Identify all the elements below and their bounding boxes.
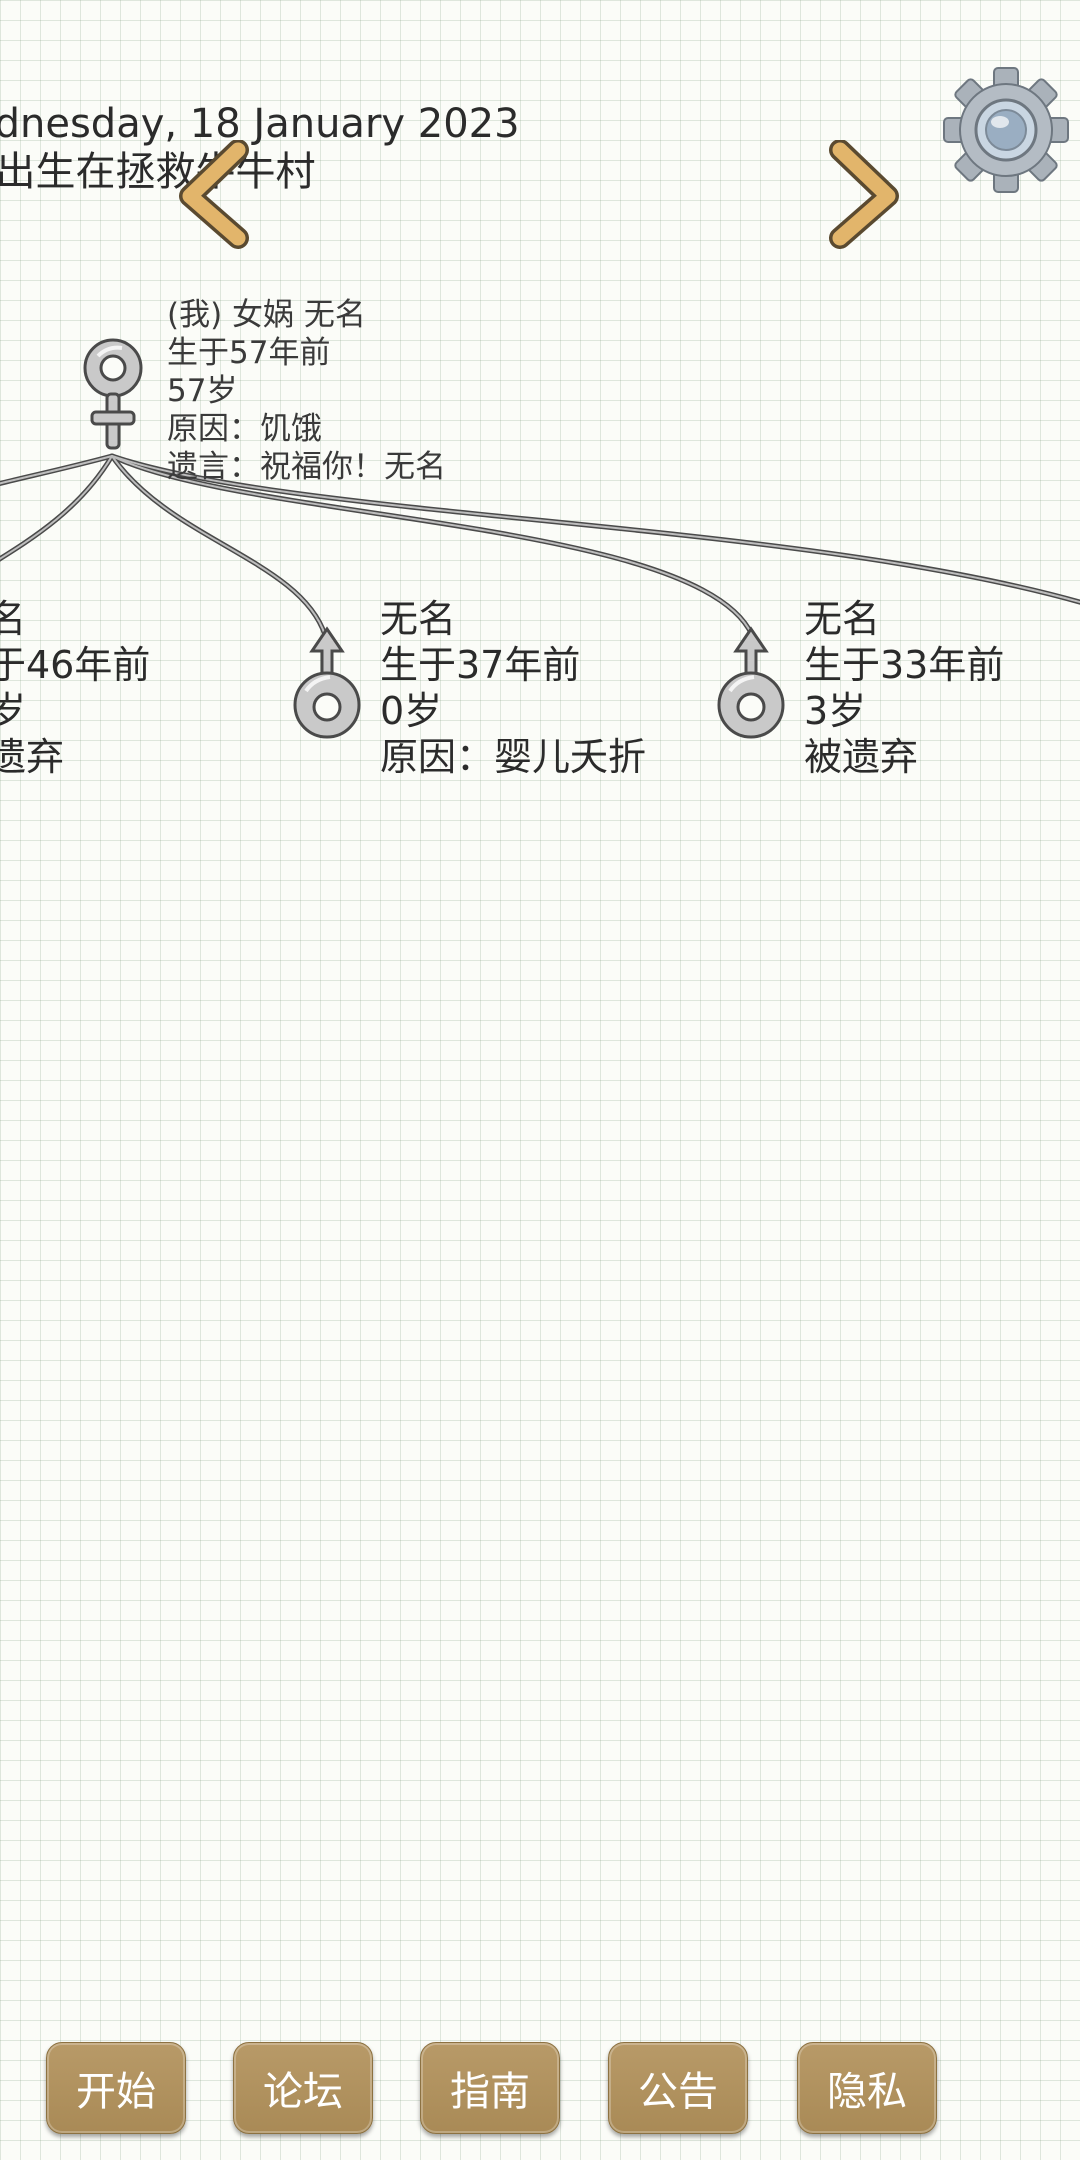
chevron-left-icon [179, 139, 249, 249]
self-born: 生于57年前 [167, 335, 331, 371]
self-node[interactable] [78, 332, 148, 460]
child-status: 原因：婴儿夭折 [380, 735, 647, 779]
child-born: 生于33年前 [804, 643, 1005, 687]
chevron-right-icon [829, 139, 899, 249]
prev-button[interactable] [168, 139, 258, 250]
self-age: 57岁 [167, 373, 238, 409]
forum-button[interactable]: 论坛 [233, 2042, 373, 2134]
child-age: 岁 [0, 689, 27, 733]
self-info: (我) 女娲 无名 生于57年前 57岁 原因：饥饿 遗言：祝福你！无名 [167, 300, 446, 490]
start-button[interactable]: 开始 [46, 2042, 186, 2134]
self-last-words: 遗言：祝福你！无名 [167, 449, 446, 485]
child-name: 名 [0, 597, 27, 641]
child-node-2[interactable] [290, 625, 364, 745]
child-status: 遗弃 [0, 735, 65, 779]
child-age: 0岁 [380, 689, 443, 733]
child-age: 3岁 [804, 689, 867, 733]
self-title: (我) 女娲 无名 [167, 297, 366, 333]
child-info-2: 无名 生于37年前 0岁 原因：婴儿夭折 [380, 600, 646, 784]
family-tree-lines [0, 453, 1080, 638]
child-status: 被遗弃 [804, 735, 919, 779]
birthplace-label: 2出生在拯救牛牛村 [0, 149, 316, 195]
child-info-1: 名 于46年前 岁 遗弃 [0, 600, 150, 784]
gear-icon [943, 67, 1069, 193]
guide-button[interactable]: 指南 [420, 2042, 560, 2134]
child-born: 于46年前 [0, 643, 151, 687]
child-name: 无名 [380, 597, 457, 641]
female-symbol-icon [83, 338, 143, 450]
child-name: 无名 [804, 597, 881, 641]
settings-button[interactable] [940, 64, 1072, 196]
child-born: 生于37年前 [380, 643, 581, 687]
child-info-3: 无名 生于33年前 3岁 被遗弃 [804, 600, 1004, 784]
male-symbol-icon [717, 626, 785, 739]
next-button[interactable] [820, 139, 910, 250]
child-node-3[interactable] [714, 625, 788, 745]
self-cause: 原因：饥饿 [167, 411, 322, 447]
date-label: ednesday, 18 January 2023 [0, 101, 520, 147]
male-symbol-icon [293, 626, 361, 739]
announcement-button[interactable]: 公告 [608, 2042, 748, 2134]
privacy-button[interactable]: 隐私 [797, 2042, 937, 2134]
